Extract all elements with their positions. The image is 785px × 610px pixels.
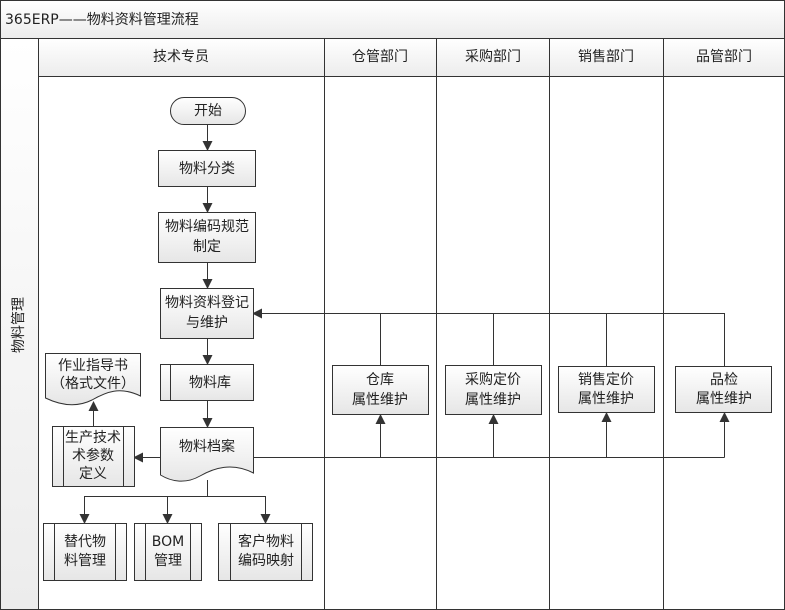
svg-text:制定: 制定 xyxy=(193,239,221,255)
lane-header-purchase: 采购部门 xyxy=(465,49,521,65)
svg-text:物料编码规范: 物料编码规范 xyxy=(165,218,249,235)
node-bom[interactable]: BOM 管理 xyxy=(134,523,202,581)
node-classify[interactable]: 物料分类 xyxy=(158,150,256,187)
lane-header-warehouse: 仓管部门 xyxy=(352,49,408,65)
svg-text:品检: 品检 xyxy=(710,372,738,388)
node-purchase-attr[interactable]: 采购定价 属性维护 xyxy=(445,365,542,415)
svg-text:物料分类: 物料分类 xyxy=(179,161,235,177)
svg-text:属性维护: 属性维护 xyxy=(465,392,521,408)
node-start[interactable]: 开始 xyxy=(170,97,246,125)
lane-header-qc: 品管部门 xyxy=(696,49,752,65)
svg-text:销售定价: 销售定价 xyxy=(578,372,634,388)
svg-text:术参数: 术参数 xyxy=(72,447,114,464)
svg-text:替代物: 替代物 xyxy=(64,534,106,550)
svg-text:作业指导书: 作业指导书 xyxy=(58,358,128,374)
connectors xyxy=(79,124,730,524)
diagram-title: 365ERP——物料资料管理流程 xyxy=(5,12,199,28)
svg-text:管理: 管理 xyxy=(154,553,182,569)
node-instruction-doc[interactable]: 作业指导书 （格式文件） xyxy=(45,353,141,406)
svg-text:料管理: 料管理 xyxy=(64,553,106,569)
node-warehouse-attr[interactable]: 仓库 属性维护 xyxy=(332,365,429,415)
node-qc-attr[interactable]: 品检 属性维护 xyxy=(675,366,772,413)
svg-text:（格式文件）: （格式文件） xyxy=(51,376,135,392)
node-material-library[interactable]: 物料库 xyxy=(160,364,254,401)
svg-text:属性维护: 属性维护 xyxy=(352,392,408,408)
node-tech-params[interactable]: 生产技术 术参数 定义 xyxy=(52,426,135,487)
svg-text:属性维护: 属性维护 xyxy=(696,391,752,407)
title-bar xyxy=(0,0,785,39)
lane-header-sales: 销售部门 xyxy=(578,49,634,65)
pool-label-column xyxy=(0,38,39,610)
node-substitute[interactable]: 替代物 料管理 xyxy=(43,523,127,581)
svg-text:客户物料: 客户物料 xyxy=(238,533,294,550)
svg-text:仓库: 仓库 xyxy=(366,372,394,388)
node-customer-mapping[interactable]: 客户物料 编码映射 xyxy=(218,523,313,581)
node-material-archive[interactable]: 物料档案 xyxy=(160,427,254,482)
svg-text:与维护: 与维护 xyxy=(186,315,228,331)
node-register-maintain[interactable]: 物料资料登记 与维护 xyxy=(160,288,254,339)
svg-text:物料库: 物料库 xyxy=(189,375,231,391)
svg-text:生产技术: 生产技术 xyxy=(65,430,121,446)
svg-text:定义: 定义 xyxy=(79,466,107,482)
svg-text:物料档案: 物料档案 xyxy=(179,438,235,455)
lane-header-tech: 技术专员 xyxy=(153,49,209,65)
svg-text:编码映射: 编码映射 xyxy=(238,553,294,569)
svg-text:采购定价: 采购定价 xyxy=(465,372,521,388)
node-coding-standard[interactable]: 物料编码规范 制定 xyxy=(158,212,256,263)
svg-text:开始: 开始 xyxy=(194,103,222,119)
svg-text:属性维护: 属性维护 xyxy=(578,391,634,407)
node-sales-attr[interactable]: 销售定价 属性维护 xyxy=(558,366,655,413)
svg-text:BOM: BOM xyxy=(152,534,184,550)
lane-header-row xyxy=(38,38,785,77)
svg-text:物料资料登记: 物料资料登记 xyxy=(165,295,249,311)
pool-label: 物料管理 xyxy=(11,297,27,353)
